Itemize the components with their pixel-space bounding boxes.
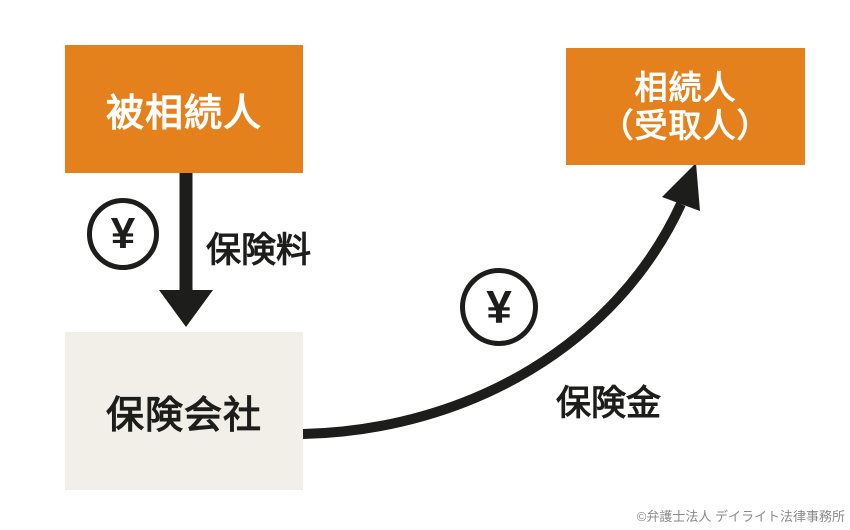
node-decedent: 被相続人	[65, 45, 303, 173]
premium-label: 保険料	[206, 231, 312, 270]
copyright-text: ©弁護士法人 デイライト法律事務所	[636, 509, 845, 524]
node-heir-label-line2: （受取人）	[600, 106, 771, 144]
premium-arrow	[159, 172, 213, 327]
node-heir-label-line1: 相続人	[634, 68, 737, 106]
yen-symbol: ¥	[110, 209, 136, 258]
yen-icon: ¥	[460, 268, 538, 346]
node-decedent-label: 被相続人	[105, 92, 262, 135]
payout-label: 保険金	[556, 384, 662, 423]
node-insurer: 保険会社	[65, 332, 303, 490]
yen-icon: ¥	[87, 198, 159, 270]
node-heir: 相続人 （受取人）	[566, 48, 805, 165]
yen-symbol: ¥	[486, 281, 512, 333]
node-insurer-label: 保険会社	[105, 394, 262, 437]
